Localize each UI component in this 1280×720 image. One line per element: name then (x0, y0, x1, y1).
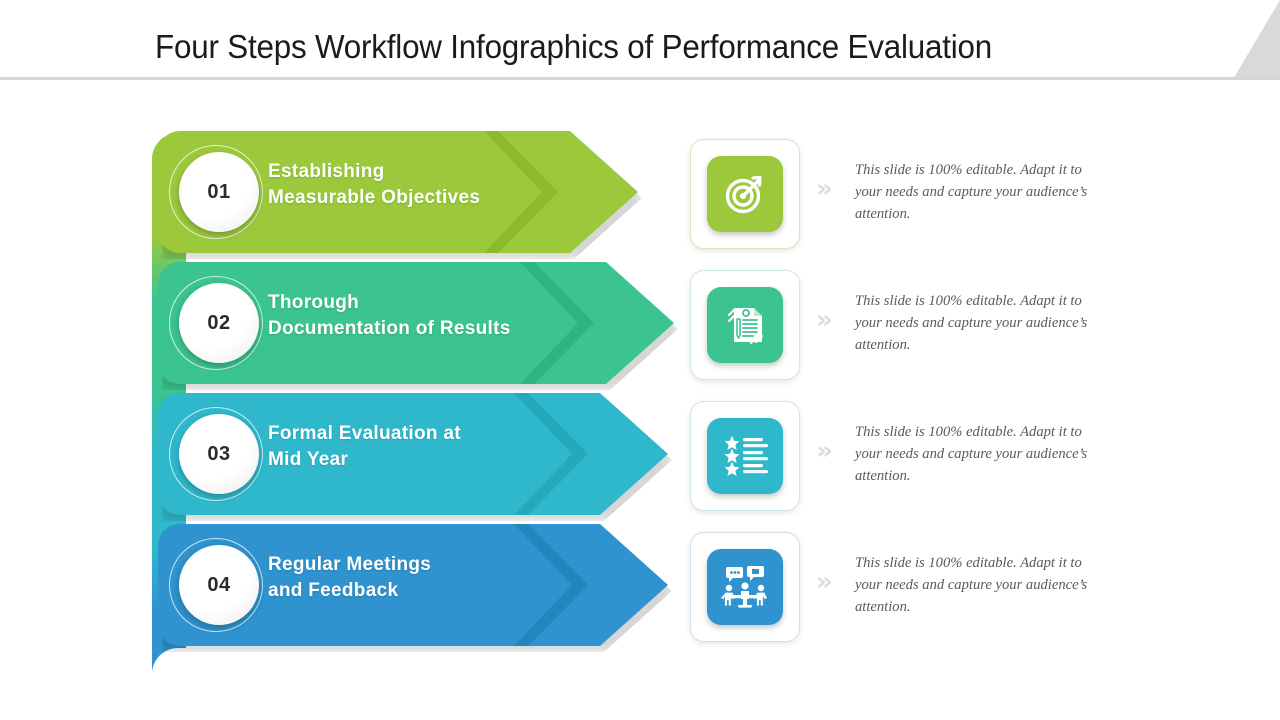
step-icon-card-01[interactable] (690, 139, 800, 249)
step-icon-card-04[interactable] (690, 532, 800, 642)
step-title-line2: and Feedback (268, 580, 399, 601)
page-title: Four Steps Workflow Infographics of Perf… (155, 28, 992, 65)
step-number-text: 02 (207, 311, 231, 334)
step-icon-card-02[interactable] (690, 270, 800, 380)
timeline-spine-bottom-curve (152, 648, 202, 695)
step-title-line1: Thorough (268, 292, 360, 313)
step-number-text: 04 (207, 573, 231, 596)
step-title: Formal Evaluation at Mid Year (268, 421, 598, 473)
step-description: This slide is 100% editable. Adapt it to… (855, 293, 1088, 353)
step-number-badge[interactable]: 04 (179, 545, 259, 625)
step-number-badge[interactable]: 02 (179, 283, 259, 363)
step-title-line2: Measurable Objectives (268, 187, 481, 208)
document-pencil-icon (707, 287, 783, 363)
step-description: This slide is 100% editable. Adapt it to… (855, 424, 1088, 484)
step-number-text: 01 (207, 180, 231, 203)
step-number-ring (169, 276, 263, 370)
corner-decoration-shape (1233, 0, 1280, 78)
star-checklist-icon (707, 418, 783, 494)
double-chevron-icon: » (816, 567, 833, 597)
header-divider (0, 77, 1280, 80)
step-title-line1: Establishing (268, 161, 385, 182)
step-title-line2: Documentation of Results (268, 318, 511, 339)
step-band-03[interactable]: 03 Formal Evaluation at Mid Year (158, 393, 672, 521)
target-arrow-icon (707, 156, 783, 232)
step-title-line2: Mid Year (268, 449, 349, 470)
step-title-line1: Regular Meetings (268, 554, 432, 575)
double-chevron-icon: » (816, 436, 833, 466)
step-description: This slide is 100% editable. Adapt it to… (855, 555, 1088, 615)
step-title: Regular Meetings and Feedback (268, 552, 598, 604)
double-chevron-icon: » (816, 174, 833, 204)
step-number-badge[interactable]: 01 (179, 152, 259, 232)
step-band-04[interactable]: 04 Regular Meetings and Feedback (158, 524, 672, 652)
double-chevron-icon: » (816, 305, 833, 335)
meeting-people-icon (707, 549, 783, 625)
step-number-badge[interactable]: 03 (179, 414, 259, 494)
step-description: This slide is 100% editable. Adapt it to… (855, 162, 1088, 222)
step-number-ring (169, 538, 263, 632)
step-icon-card-03[interactable] (690, 401, 800, 511)
step-number-ring (169, 145, 263, 239)
step-number-ring (169, 407, 263, 501)
step-row-04[interactable]: 04 Regular Meetings and Feedback » This slid… (0, 524, 1280, 652)
step-row-03[interactable]: 03 Formal Evaluation at Mid Year » This slid… (0, 393, 1280, 521)
step-number-text: 03 (207, 442, 231, 465)
step-title-line1: Formal Evaluation at (268, 423, 461, 444)
